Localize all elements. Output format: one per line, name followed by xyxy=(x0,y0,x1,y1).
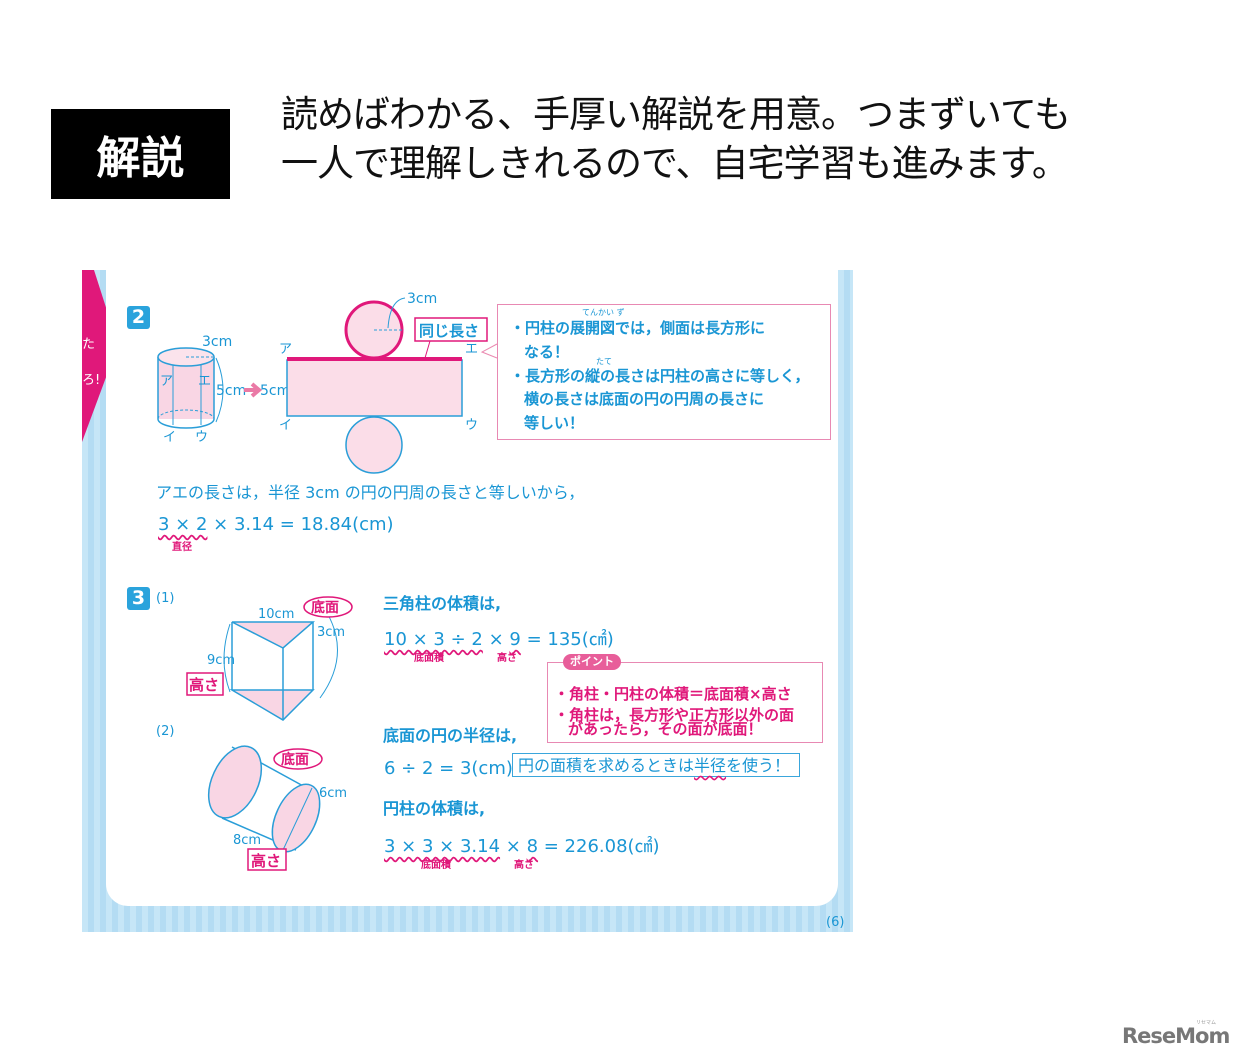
net-bottom-circle xyxy=(345,416,403,474)
furigana: たて xyxy=(596,357,612,366)
net-label-e: エ xyxy=(465,342,478,357)
label-height-net: 5cm xyxy=(260,383,290,399)
problem-2-badge: 2 xyxy=(127,306,150,329)
same-length-tag xyxy=(414,317,488,342)
height-tag-label: 高さ xyxy=(251,852,281,870)
note-line: 横の長さは底面の円の円周の長さに xyxy=(524,390,765,408)
side-tab: た ろ! xyxy=(82,270,118,442)
cylinder-net-diagram: 3cm ア エ イ ウ 5cm 5cm ア エ イ ウ 3cm 同じ長さ xyxy=(157,291,498,474)
net-label-radius: 3cm xyxy=(407,291,437,307)
base-area-label: 底面積 xyxy=(414,653,444,664)
resemom-logo: ReseMom xyxy=(1122,1024,1230,1048)
side-tab-text: た xyxy=(82,337,95,352)
q3-formula-3: 3 × 3 × 3.14 × 8 = 226.08(㎠) xyxy=(384,832,660,858)
prism-bottom-face xyxy=(229,689,315,721)
net-label-i: イ xyxy=(279,418,292,433)
cylinder-end-left xyxy=(207,745,263,819)
label-3cm: 3cm xyxy=(317,625,345,640)
part-2-label: (2) xyxy=(156,724,175,739)
note-box: てんかい ず たて ・円柱の展開図では，側面は長方形に なる！ ・長方形の縦の長… xyxy=(497,304,831,440)
note-line: ・長方形の縦の長さは円柱の高さに等しく， xyxy=(510,367,810,385)
net-rectangle xyxy=(286,359,463,417)
label-9cm: 9cm xyxy=(207,653,235,668)
resemom-logo-ruby: リセマム xyxy=(1196,1020,1217,1026)
point-line: ・角柱は，長方形や正方形以外の面 xyxy=(554,706,795,724)
point-title: ポイント xyxy=(563,654,621,670)
tip-text: 円の面積を求めるときは xyxy=(518,756,695,775)
q3-line-2: 底面の円の半径は, xyxy=(383,726,518,745)
formula-base: 3 × 3 × 3.14 xyxy=(384,836,501,857)
triangular-prism: 10cm 3cm 9cm 底面 高さ xyxy=(186,596,353,721)
side-tab-arrow xyxy=(82,270,118,442)
note-line: 等しい！ xyxy=(524,414,585,432)
page-number: (6) xyxy=(826,915,845,930)
headline-line-1: 読めばわかる、手厚い解説を用意。つまずいても xyxy=(281,93,1071,136)
note-line: ・円柱の展開図では，側面は長方形に xyxy=(510,319,766,337)
section-badge: 解説 xyxy=(51,109,230,199)
arrow-icon xyxy=(244,382,263,398)
height-tag-label: 高さ xyxy=(189,676,219,694)
furigana: てんかい ず xyxy=(582,308,625,317)
q2-explanation: アエの長さは，半径 3cm の円の円周の長さと等しいから， xyxy=(156,483,585,502)
label-a: ア xyxy=(160,374,173,389)
formula-op: × xyxy=(500,836,527,857)
label-i: イ xyxy=(163,430,176,445)
height-tag xyxy=(247,848,287,871)
formula-height: 8 xyxy=(526,836,539,857)
tip-text: を使う！ xyxy=(726,756,791,775)
tip-underlined: 半径 xyxy=(694,756,727,775)
formula-height: 9 xyxy=(509,629,521,650)
q3-line-3: 円柱の体積は, xyxy=(383,799,486,818)
label-6cm: 6cm xyxy=(319,786,347,801)
headline-line-2: 一人で理解しきれるので、自宅学習も進みます。 xyxy=(281,142,1069,185)
base-area-label: 底面積 xyxy=(421,860,451,871)
formula-op: × xyxy=(482,629,510,650)
side-tab-text: ろ! xyxy=(82,373,100,388)
base-tag-label: 底面 xyxy=(281,751,309,768)
point-line: ・角柱・円柱の体積＝底面積×高さ xyxy=(554,685,792,703)
height-label: 高さ xyxy=(497,653,517,664)
net-label-a: ア xyxy=(279,342,292,357)
height-tag xyxy=(186,672,224,696)
cylinder-body xyxy=(158,357,214,419)
part-1-label: (1) xyxy=(156,591,175,606)
label-height: 5cm xyxy=(216,383,246,399)
formula-base: 10 × 3 ÷ 2 xyxy=(384,629,483,650)
q3-formula-1: 10 × 3 ÷ 2 × 9 = 135(㎠) xyxy=(384,625,614,651)
solid-diagrams: 10cm 3cm 9cm 底面 高さ 底面 6cm 8cm 高さ xyxy=(186,596,353,871)
label-e: エ xyxy=(198,374,211,389)
formula-underlined: 3 × 2 xyxy=(158,514,208,535)
point-box: ・角柱・円柱の体積＝底面積×高さ ・角柱は，長方形や正方形以外の面 があったら，… xyxy=(547,662,823,743)
height-label: 高さ xyxy=(514,860,534,871)
label-u: ウ xyxy=(195,430,208,445)
net-label-u: ウ xyxy=(465,418,478,433)
problem-3-badge: 3 xyxy=(127,587,150,610)
q3-line-1: 三角柱の体積は, xyxy=(383,594,502,613)
same-length-label: 同じ長さ xyxy=(419,322,479,340)
cylinder: 3cm ア エ イ ウ 5cm xyxy=(157,334,246,445)
label-radius: 3cm xyxy=(202,334,232,350)
note-line: なる！ xyxy=(524,343,570,361)
q2-formula: 3 × 2 × 3.14 = 18.84(cm) xyxy=(158,514,394,535)
diameter-label: 直径 xyxy=(172,542,192,553)
lying-cylinder: 底面 6cm 8cm 高さ xyxy=(207,745,347,871)
label-8cm: 8cm xyxy=(233,833,261,848)
formula-rest: × 3.14 = 18.84(cm) xyxy=(207,514,394,535)
base-tag xyxy=(303,596,353,618)
label-10cm: 10cm xyxy=(258,607,294,622)
prism-top-face xyxy=(231,621,316,649)
point-line: があったら，その面が底面！ xyxy=(568,720,763,738)
base-tag-label: 底面 xyxy=(311,599,339,616)
radius-tip-box: 円の面積を求めるときは半径を使う！ xyxy=(512,753,800,777)
base-tag xyxy=(273,748,323,770)
q3-formula-2: 6 ÷ 2 = 3(cm) xyxy=(384,758,513,779)
formula-rest: = 135(㎠) xyxy=(520,629,614,650)
formula-rest: = 226.08(㎠) xyxy=(538,836,660,857)
